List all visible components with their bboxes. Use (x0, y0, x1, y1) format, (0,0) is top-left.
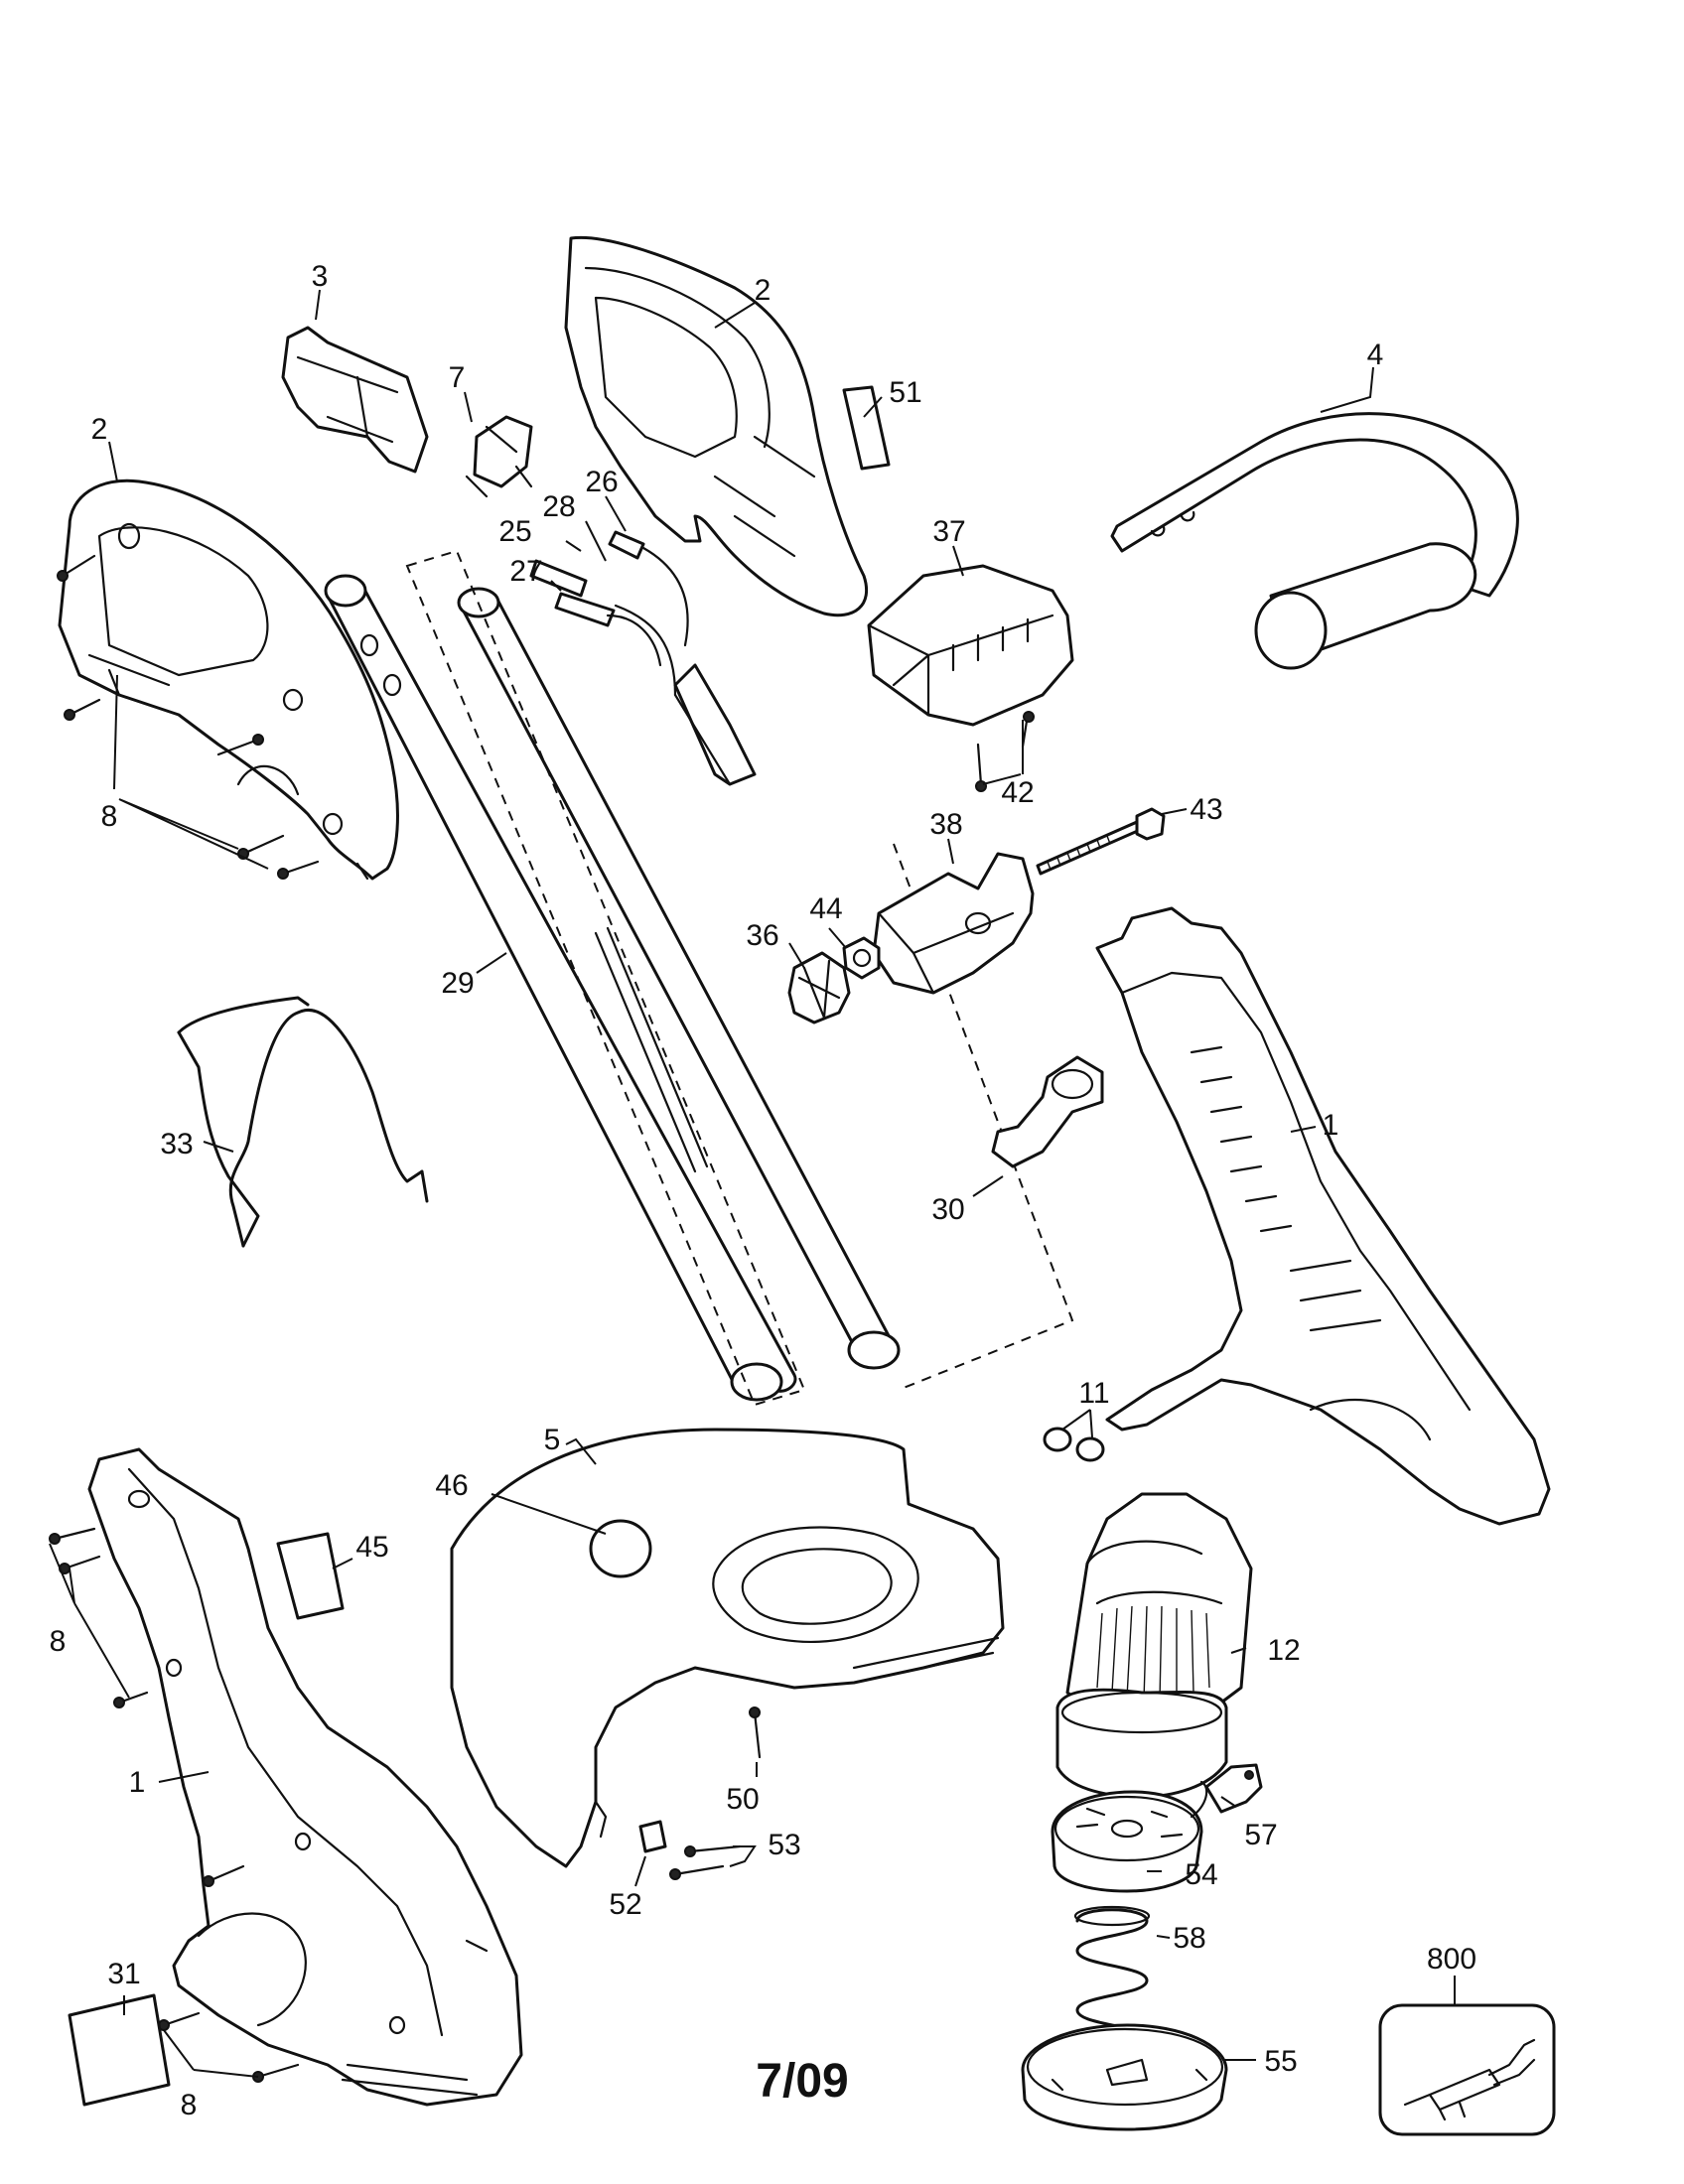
callout-800: 800 (1427, 1943, 1476, 1976)
callout-27: 27 (509, 555, 542, 588)
part-29-tube-assembly (324, 549, 1074, 1407)
callout-55: 55 (1264, 2045, 1297, 2078)
callout-31: 31 (107, 1958, 140, 1990)
callout-51: 51 (889, 376, 921, 409)
callout-25: 25 (498, 515, 531, 548)
part-1-main-housing-left (87, 1447, 523, 2107)
callout-7: 7 (449, 361, 466, 394)
part-30-guide (991, 1055, 1104, 1168)
part-7-switch (465, 415, 533, 498)
part-5-guard (450, 1428, 1005, 1868)
part-55-spool-cap (1021, 2023, 1228, 2131)
callout-52: 52 (609, 1888, 641, 1921)
part-2-handle-housing-right (564, 235, 869, 617)
part-51-label (842, 385, 891, 471)
date-code: 7/09 (756, 2055, 848, 2108)
callout-11: 11 (1078, 1377, 1109, 1410)
callout-58: 58 (1173, 1922, 1205, 1955)
callout-1-left: 1 (129, 1766, 146, 1799)
callout-8-upper: 8 (101, 800, 118, 833)
callout-2-left: 2 (91, 413, 108, 446)
callout-12: 12 (1267, 1634, 1300, 1667)
callout-29: 29 (441, 967, 474, 1000)
part-38-clamp (872, 852, 1035, 995)
callout-46: 46 (435, 1469, 468, 1502)
callout-30: 30 (931, 1193, 964, 1226)
part-37-latch-cover (867, 564, 1074, 727)
part-52-nut-plate (638, 1820, 667, 1853)
callout-38: 38 (929, 808, 962, 841)
callout-37: 37 (932, 515, 965, 548)
callout-53: 53 (768, 1829, 800, 1861)
part-callouts: 3 2 7 2 51 4 26 28 25 27 37 8 42 43 38 4… (50, 260, 1476, 2121)
part-57-cutter (1204, 1763, 1263, 1814)
part-50-screw (749, 1706, 762, 1759)
callout-42: 42 (1001, 776, 1034, 809)
callout-50: 50 (726, 1783, 759, 1816)
part-800-wiring-harness (1378, 2003, 1556, 2136)
callout-36: 36 (746, 919, 778, 952)
callout-43: 43 (1190, 793, 1222, 826)
callout-54: 54 (1185, 1858, 1217, 1891)
callout-1-right: 1 (1323, 1109, 1339, 1142)
callout-28: 28 (542, 490, 575, 523)
callout-5: 5 (544, 1424, 561, 1456)
part-31-label (68, 1993, 171, 2107)
part-44-nut (842, 936, 881, 980)
part-42-screws (975, 711, 1035, 792)
callout-2-right: 2 (755, 274, 772, 307)
part-53-screws (669, 1844, 742, 1880)
part-1-main-housing-right (1095, 906, 1551, 1526)
part-2-handle-housing-left (58, 478, 399, 881)
part-33-wire-guard (177, 996, 429, 1248)
part-4-auxiliary-handle (1110, 412, 1519, 670)
part-12-motor (1055, 1492, 1253, 1799)
part-3-switch-bracket (281, 326, 429, 474)
callout-26: 26 (585, 466, 618, 498)
callout-57: 57 (1244, 1819, 1277, 1851)
callout-33: 33 (160, 1128, 193, 1160)
callout-45: 45 (355, 1531, 388, 1564)
leader-lines (49, 289, 1456, 2078)
part-11-screws (1043, 1427, 1105, 1462)
part-36-knob (787, 951, 851, 1024)
callout-3: 3 (312, 260, 329, 293)
callout-4: 4 (1367, 339, 1384, 371)
parts-25-28-wiring (529, 530, 757, 786)
callout-44: 44 (809, 892, 842, 925)
part-54-spool (1051, 1780, 1208, 1893)
callout-8-bottom: 8 (181, 2089, 198, 2121)
part-43-bolt (1036, 807, 1166, 876)
callout-8-lower: 8 (50, 1625, 67, 1658)
part-45-label (276, 1532, 345, 1620)
